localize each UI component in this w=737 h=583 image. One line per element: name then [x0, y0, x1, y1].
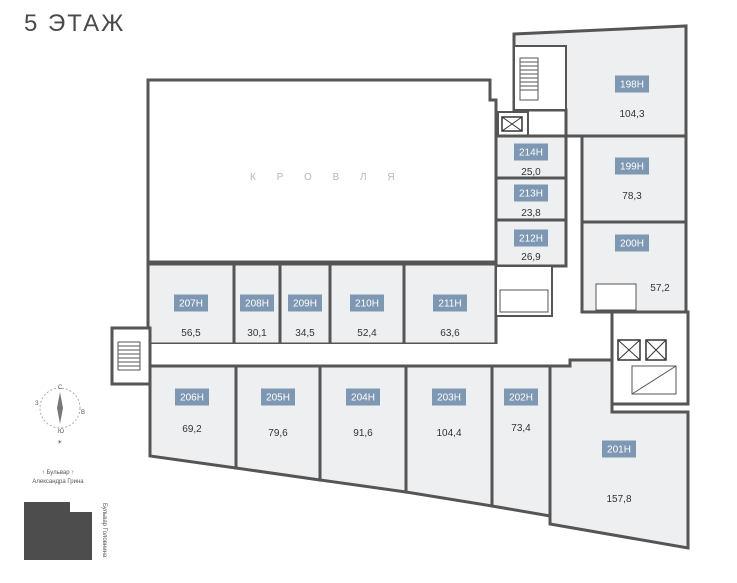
unit-labels: 198Н 104,3 199Н 78,3 200Н 57,2 214Н 25,0 213Н 23,… — [174, 75, 670, 506]
unit-code: 199Н — [620, 162, 644, 173]
compass: С Ю З В ☀ — [35, 385, 85, 446]
unit-code: 204Н — [351, 393, 375, 404]
elevator-top — [501, 116, 523, 132]
unit-4[interactable]: 213Н 23,8 — [514, 184, 548, 220]
unit-area: 79,6 — [268, 428, 288, 439]
floor-title: 5 ЭТАЖ — [24, 10, 126, 37]
unit-area: 73,4 — [511, 423, 531, 434]
unit-area: 78,3 — [622, 191, 642, 202]
unit-15[interactable]: 202Н 73,4 — [504, 388, 538, 435]
roof-label: К Р О В Л Я — [250, 172, 404, 183]
unit-code: 208Н — [245, 299, 269, 310]
unit-area: 57,2 — [650, 283, 670, 294]
street-2-label: Бульвар Головнина — [101, 503, 107, 558]
unit-badge — [514, 143, 548, 161]
unit-0[interactable]: 198Н 104,3 — [615, 75, 649, 121]
unit-code: 202Н — [509, 393, 533, 404]
tower-block — [497, 24, 688, 138]
stair-west — [110, 326, 152, 386]
unit-10[interactable]: 211Н 63,6 — [433, 294, 467, 340]
unit-area: 25,0 — [521, 167, 541, 178]
unit-14[interactable]: 203Н 104,4 — [432, 388, 466, 440]
unit-area: 157,8 — [606, 494, 631, 505]
unit-badge — [346, 388, 380, 406]
unit-area: 52,4 — [357, 328, 377, 339]
unit-area: 91,6 — [353, 428, 373, 439]
unit-6[interactable]: 207Н 56,5 — [174, 294, 208, 340]
unit-code: 203Н — [437, 393, 461, 404]
unit-area: 63,6 — [440, 328, 460, 339]
unit-badge — [433, 294, 467, 312]
unit-badge — [240, 294, 274, 312]
unit-area: 30,1 — [247, 328, 267, 339]
unit-code: 207Н — [179, 299, 203, 310]
street-1-line-2: Александра Грина — [32, 479, 84, 485]
street-1-line-1: ↑ Бульвар ↑ — [42, 470, 74, 476]
sun-icon: ☀ — [57, 439, 62, 446]
unit-code: 209Н — [293, 299, 317, 310]
unit-12[interactable]: 205Н 79,6 — [261, 388, 295, 440]
unit-badge — [432, 388, 466, 406]
unit-badge — [261, 388, 295, 406]
stair-top — [519, 57, 539, 101]
unit-code: 206Н — [180, 393, 204, 404]
unit-badge — [350, 294, 384, 312]
unit-code: 200Н — [620, 239, 644, 250]
unit-7[interactable]: 208Н 30,1 — [240, 294, 274, 340]
compass-north: С — [58, 385, 63, 391]
unit-area: 34,5 — [295, 328, 315, 339]
unit-badge — [615, 75, 649, 93]
unit-badge — [504, 388, 538, 406]
compass-east: В — [81, 410, 85, 416]
unit-13[interactable]: 204Н 91,6 — [346, 388, 380, 440]
unit-1[interactable]: 199Н 78,3 — [615, 157, 649, 203]
unit-code: 198Н — [620, 80, 644, 91]
unit-11[interactable]: 206Н 69,2 — [175, 388, 209, 436]
unit-code: 210Н — [355, 299, 379, 310]
unit-3[interactable]: 214Н 25,0 — [514, 143, 548, 179]
unit-area: 104,3 — [619, 109, 644, 120]
roof-area: К Р О В Л Я — [146, 78, 498, 264]
unit-code: 213Н — [519, 189, 543, 200]
unit-16[interactable]: 201Н 157,8 — [602, 440, 636, 506]
unit-code: 212Н — [519, 234, 543, 245]
unit-code: 214Н — [519, 148, 543, 159]
unit-code: 211Н — [438, 299, 461, 310]
unit-badge — [514, 229, 548, 247]
unit-badge — [615, 234, 649, 252]
unit-9[interactable]: 210Н 52,4 — [350, 294, 384, 340]
unit-badge — [174, 294, 208, 312]
unit-badge — [514, 184, 548, 202]
restrooms — [495, 265, 553, 317]
unit-2[interactable]: 200Н 57,2 — [615, 234, 670, 295]
unit-code: 201Н — [607, 445, 631, 456]
compass-south: Ю — [58, 429, 64, 435]
unit-area: 69,2 — [182, 424, 202, 435]
stair-east — [610, 310, 690, 406]
unit-badge — [175, 388, 209, 406]
compass-west: З — [35, 401, 39, 407]
building-context-block — [24, 502, 92, 560]
unit-badge — [288, 294, 322, 312]
unit-8[interactable]: 209Н 34,5 — [288, 294, 322, 340]
unit-area: 56,5 — [181, 328, 201, 339]
unit-badge — [602, 440, 636, 458]
unit-badge — [615, 157, 649, 175]
compass-needle-icon — [57, 392, 63, 424]
unit-area: 23,8 — [521, 208, 541, 219]
unit-code: 205Н — [266, 393, 290, 404]
unit-area: 104,4 — [436, 428, 461, 439]
unit-5[interactable]: 212Н 26,9 — [514, 229, 548, 264]
unit-area: 26,9 — [521, 252, 541, 263]
